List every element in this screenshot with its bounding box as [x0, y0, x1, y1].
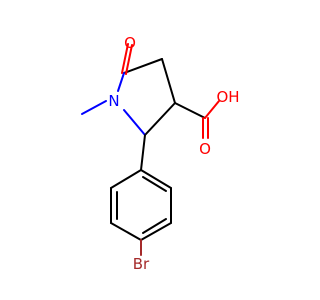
phenyl-inner-1: [142, 176, 167, 192]
bond-c3-c2: [144, 102, 176, 136]
bond-c3-cooh: [174, 102, 206, 119]
atom-hydroxyl-oxygen: OH: [216, 88, 239, 106]
bond-c2-n: [123, 109, 146, 136]
bond-c4-c3: [161, 58, 176, 104]
atom-bromine: Br: [133, 255, 150, 273]
bond-n-c5: [117, 72, 125, 92]
molecule-diagram: O N OH O Br: [81, 34, 240, 273]
bond-n-methyl: [81, 100, 107, 115]
ketone-double-bond: [121, 43, 133, 75]
atom-ketone-oxygen: O: [124, 34, 136, 52]
bond-c-oh: [204, 100, 220, 119]
phenyl-bond-1: [140, 169, 172, 189]
bond-c5-c4: [123, 58, 163, 74]
bond-c5-o-a: [121, 43, 129, 74]
phenyl-bond-4: [110, 222, 142, 241]
carboxylic-acid-bonds: [174, 100, 220, 139]
phenyl-ring: [110, 169, 172, 241]
phenyl-bond-6: [110, 169, 142, 189]
structure-canvas: O N OH O Br: [81, 34, 240, 273]
pyrrolidinone-ring: [117, 58, 176, 136]
bond-c2-phenyl: [140, 134, 146, 171]
atom-nitrogen: N: [108, 92, 119, 110]
phenyl-bond-3: [140, 222, 172, 241]
phenyl-inner-2: [142, 218, 167, 234]
bond-c5-o-b: [125, 44, 133, 75]
atom-carbonyl-oxygen: O: [199, 140, 211, 158]
